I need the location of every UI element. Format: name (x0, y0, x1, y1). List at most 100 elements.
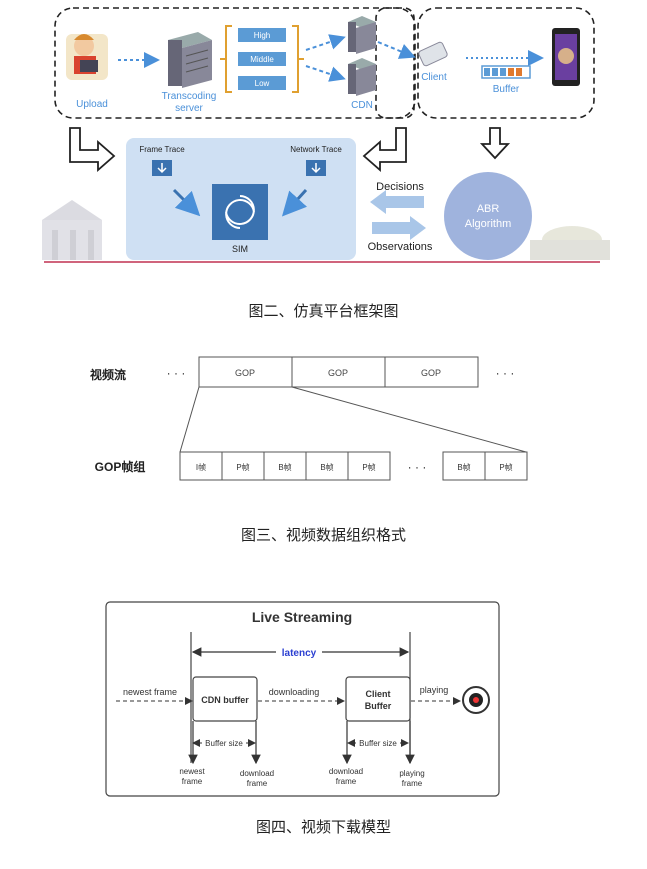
buffer-label: Buffer (493, 84, 520, 95)
observations-arrow (372, 216, 426, 240)
client-buffer-label-1: Client (365, 689, 390, 699)
client-buffer-size-label: Buffer size (359, 739, 397, 748)
figure3-caption: 图三、视频数据组织格式 (240, 526, 406, 544)
gop-cell-2-label: GOP (328, 368, 348, 378)
stream-ellipsis-left: · · · (167, 366, 186, 380)
frame-cell-label: I帧 (196, 462, 206, 472)
network-trace-arrow (281, 188, 308, 217)
smartphone-playback-icon (552, 28, 580, 86)
quality-high-box (238, 28, 286, 42)
buffer-bar-icon (481, 65, 531, 79)
quality-to-cdn-arrow-top (305, 34, 346, 51)
quality-low-box (238, 76, 286, 90)
newest-frame-in-label: newest frame (123, 687, 177, 697)
latency-label: latency (282, 648, 317, 659)
client-download-frame-label-2: frame (336, 777, 357, 786)
frame-cell-label: P帧 (362, 462, 375, 472)
quality-bracket-left (220, 25, 232, 93)
transcoding-label-2: server (175, 103, 203, 114)
video-stream-label: 视频流 (90, 367, 126, 382)
uploader-person-icon (66, 34, 108, 80)
frame-cell-label: B帧 (320, 462, 333, 472)
frame-cell (263, 451, 307, 481)
video-data-format-diagram: 视频流 · · · GOP GOP GOP · · · GOP帧组 I帧 P帧 … (90, 356, 528, 481)
cdn-server-icon-top (348, 16, 376, 54)
quality-to-cdn-arrow-bottom (305, 65, 346, 82)
cdn-download-frame-label-2: frame (247, 779, 268, 788)
gop-cell-1 (198, 356, 293, 388)
cdn-buffer-size-bg (202, 737, 246, 749)
newest-frame-label-2: frame (182, 777, 203, 786)
quality-bracket-right (292, 25, 304, 93)
sim-module-icon (212, 184, 268, 240)
abr-algorithm-circle (444, 172, 532, 260)
client-phone-icon (418, 41, 448, 67)
latency-label-bg (276, 645, 322, 659)
transcoding-server-icon (168, 32, 212, 88)
frame-cell-label: P帧 (499, 462, 512, 472)
cdn-group-box (375, 7, 415, 119)
frame-cell-label: P帧 (236, 462, 249, 472)
stream-ellipsis-right: · · · (496, 366, 515, 380)
cdn-label: CDN (351, 100, 373, 111)
playing-frame-label-2: frame (402, 779, 423, 788)
live-streaming-title: Live Streaming (252, 609, 352, 625)
hollow-arrow-left-down (69, 127, 116, 172)
gop-frames-label: GOP帧组 (95, 459, 146, 474)
newest-frame-label-1: newest (179, 767, 205, 776)
frame-cell (442, 451, 486, 481)
client-label: Client (421, 72, 447, 83)
hollow-arrow-right-down (362, 127, 407, 172)
playing-frame-label-1: playing (399, 769, 424, 778)
figure4-caption: 图四、视频下载模型 (255, 818, 391, 836)
quality-high-label: High (254, 31, 270, 40)
cdn-buffer-size-label: Buffer size (205, 739, 243, 748)
upload-label: Upload (76, 99, 108, 110)
frame-trace-label: Frame Trace (139, 145, 185, 154)
background-building-right (530, 226, 610, 260)
playing-label: playing (420, 685, 449, 695)
hollow-arrow-down-to-abr (479, 127, 511, 160)
abr-label-1: ABR (477, 203, 500, 215)
cdn-buffer-box (192, 676, 258, 722)
cdn-buffer-label: CDN buffer (201, 695, 249, 705)
decisions-label: Decisions (376, 181, 424, 193)
client-buffer-label-2: Buffer (365, 701, 392, 711)
decisions-arrow (370, 190, 424, 214)
client-group-box (417, 7, 595, 119)
client-buffer-size-bg (356, 737, 400, 749)
simulation-platform-diagram: Upload Transcoding server High Middle Lo… (42, 7, 610, 263)
background-building-left (42, 200, 102, 260)
zoom-line-right (291, 386, 527, 453)
gop-cell-3 (384, 356, 479, 388)
gop-cell-3-label: GOP (421, 368, 441, 378)
cdn-download-frame-label-1: download (240, 769, 274, 778)
frame-trace-icon (152, 160, 172, 176)
downloading-label: downloading (269, 687, 320, 697)
frame-cell-label: B帧 (278, 462, 291, 472)
frame-trace-arrow (172, 188, 201, 217)
zoom-line-left (179, 386, 200, 453)
abr-label-2: Algorithm (465, 218, 511, 230)
figure2-caption: 图二、仿真平台框架图 (248, 302, 399, 320)
frame-cell-label: B帧 (457, 462, 470, 472)
gop-cell-1-label: GOP (235, 368, 255, 378)
frame-cell (347, 451, 391, 481)
upload-cdn-group-box (54, 7, 416, 119)
sim-label: SIM (232, 244, 248, 254)
quality-middle-box (238, 52, 286, 66)
video-download-model-diagram: Live Streaming latency newest frame CDN … (105, 601, 500, 797)
client-buffer-box (345, 676, 411, 722)
playback-target-icon (462, 686, 490, 714)
network-trace-icon (306, 160, 326, 176)
cdn-server-icon-bottom (348, 58, 376, 96)
quality-middle-label: Middle (250, 55, 274, 64)
transcoding-label-1: Transcoding (162, 91, 217, 102)
network-trace-label: Network Trace (290, 145, 342, 154)
frame-cell (484, 451, 528, 481)
quality-low-label: Low (255, 79, 270, 88)
observations-label: Observations (368, 241, 433, 253)
frame-cell (221, 451, 265, 481)
frames-ellipsis: · · · (408, 460, 427, 474)
cdn-to-client-arrow (377, 41, 416, 59)
